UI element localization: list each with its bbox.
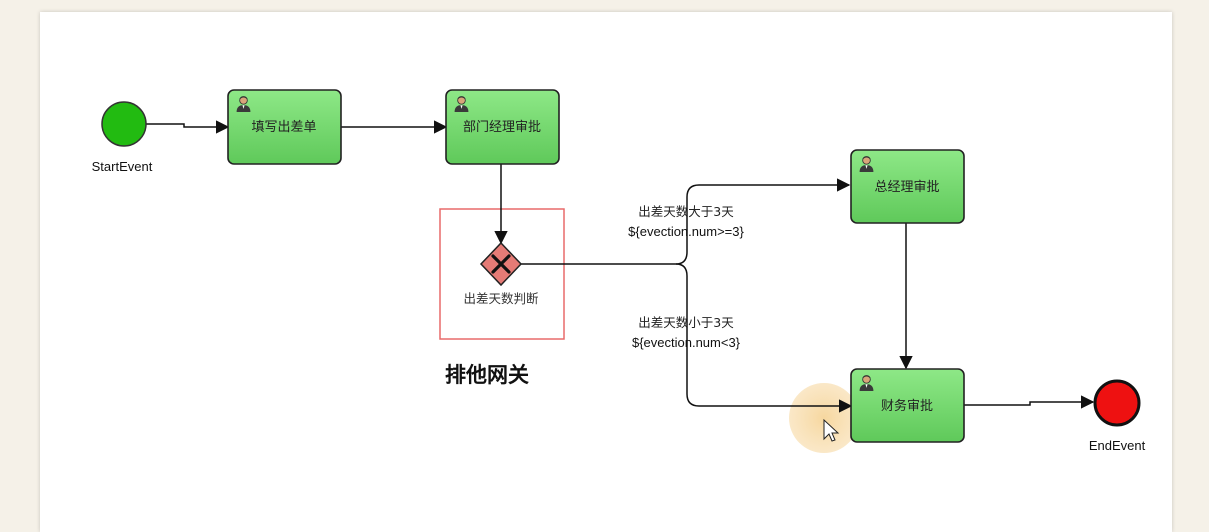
mouse-cursor-icon (823, 418, 840, 442)
condition-upper-text: 出差天数大于3天 (638, 204, 734, 219)
task-fill-form-label: 填写出差单 (251, 120, 316, 135)
task-finance[interactable]: 财务审批 (850, 368, 965, 443)
condition-lower-text: 出差天数小于3天 (638, 315, 734, 330)
bpmn-diagram: StartEvent 填写出差单 部门经理审批 出差天数判断 出差天数大于3天 … (92, 89, 1146, 453)
task-dept-manager-label: 部门经理审批 (463, 120, 541, 135)
task-fill-form[interactable]: 填写出差单 (227, 89, 342, 165)
annotation-caption: 排他网关 (445, 363, 529, 387)
end-event-label: EndEvent (1089, 438, 1146, 453)
task-dept-manager[interactable]: 部门经理审批 (445, 89, 560, 165)
flow-gateway-to-finance[interactable] (675, 263, 853, 413)
flow-start-to-fill[interactable] (146, 120, 230, 134)
task-finance-label: 财务审批 (881, 398, 933, 414)
flow-finance-to-end[interactable] (964, 395, 1095, 409)
condition-lower-expr: ${evection.num<3} (632, 335, 741, 350)
task-general-manager[interactable]: 总经理审批 (850, 149, 965, 224)
gateway-x-icon (491, 254, 511, 274)
exclusive-gateway[interactable]: 出差天数判断 (463, 241, 539, 306)
gateway-annotation-box (439, 208, 565, 340)
start-event-label: StartEvent (92, 159, 153, 174)
gateway-label: 出差天数判断 (463, 291, 538, 306)
task-general-manager-label: 总经理审批 (874, 180, 939, 195)
flow-gateway-to-general[interactable] (521, 178, 851, 265)
condition-upper-expr: ${evection.num>=3} (628, 224, 744, 239)
cursor-highlight (789, 383, 859, 453)
end-event[interactable]: EndEvent (1089, 379, 1146, 453)
start-event[interactable]: StartEvent (92, 101, 153, 174)
